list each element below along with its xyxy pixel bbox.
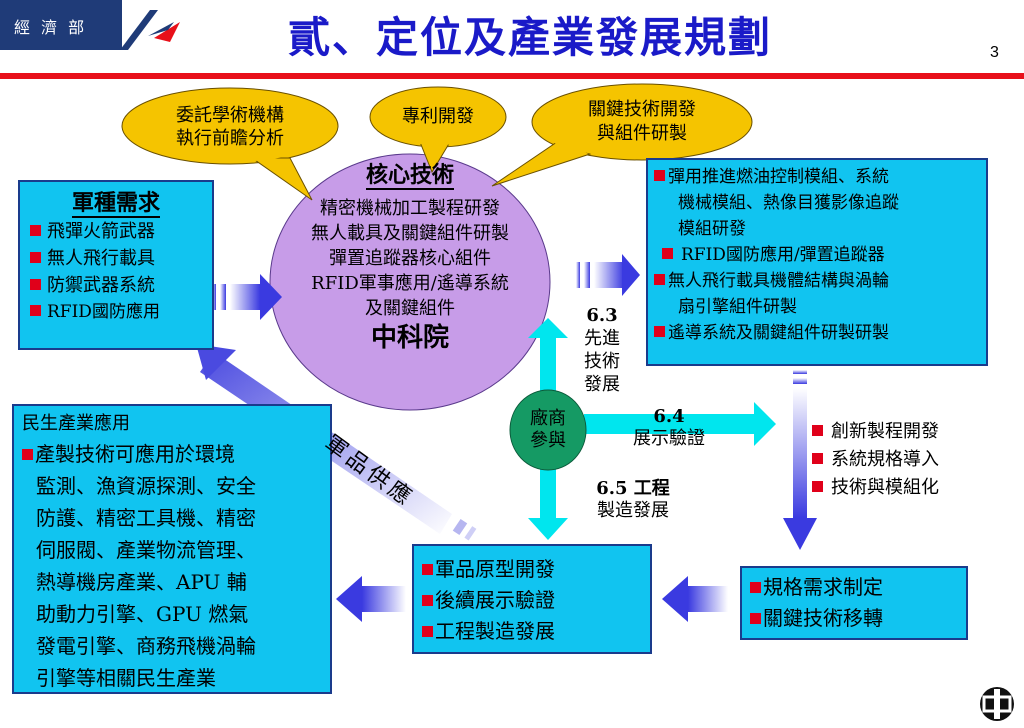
list-item: 工程製造發展 (422, 616, 642, 647)
cyan-connectors (528, 318, 776, 540)
callout-b-shape (369, 86, 507, 174)
civil-line: 監測、漁資源探測、安全 (36, 474, 256, 498)
arrow-core-to-right (576, 254, 640, 296)
list-item: 技術與模組化 (812, 474, 1002, 502)
callout-patent: 專利開發 (402, 106, 474, 127)
list-item-cont: 機械模組、熱像目獲影像追蹤 (678, 193, 899, 213)
civil-line: 引擎等相關民生產業 (36, 666, 216, 690)
civil-title: 民生產業應用 (22, 413, 130, 434)
logo-mark-icon (120, 10, 180, 50)
list-item: 遙導系統及關鍵組件研製研製 (654, 320, 980, 346)
list-item: 彈用推進燃油控制模組、系統 (654, 164, 980, 190)
list-item: 後續展示驗證 (422, 585, 642, 616)
callout-a-line: 委託學術機構 (176, 105, 284, 126)
label-6-5-line: 製造發展 (597, 500, 669, 521)
prototype-box: 軍品原型開發 後續展示驗證 工程製造發展 (412, 544, 652, 654)
list-item: RFID國防應用 (30, 299, 202, 326)
callout-c-line: 關鍵技術開發 (588, 99, 696, 120)
arrow-demand-to-core (212, 274, 282, 320)
callout-c-shape (491, 83, 753, 187)
callout-c-line: 與組件研製 (597, 123, 687, 144)
core-item: 彈置追蹤器核心組件 (329, 248, 491, 269)
list-item: 軍品原型開發 (422, 554, 642, 585)
label-6-5-line: 6.5 工程 (596, 478, 670, 499)
core-item: RFID軍事應用/遙導系統 (311, 273, 509, 294)
civil-line: 熱導機房產業、APU 輔 (36, 570, 247, 594)
list-item: 防禦武器系統 (30, 272, 202, 299)
header-divider (0, 73, 1024, 79)
footer-logo-icon (980, 687, 1014, 721)
list-item: 創新製程開發 (812, 418, 1002, 446)
civil-line: 伺服閥、產業物流管理、 (36, 538, 256, 562)
label-6-5: 6.5 工程 製造發展 (578, 478, 688, 522)
list-item-cont: 扇引擎組件研製 (678, 297, 797, 317)
list-item-cont: 模組研發 (678, 219, 746, 239)
label-6-3-line: 技術 (584, 351, 620, 372)
military-demand-title: 軍種需求 (71, 190, 160, 218)
list-item: 關鍵技術移轉 (750, 603, 958, 634)
page-title: 貳、定位及產業發展規劃 (287, 13, 772, 62)
civil-line: 發電引擎、商務飛機渦輪 (36, 634, 256, 658)
page-number: 3 (990, 44, 999, 61)
core-circle (269, 153, 551, 411)
civil-line: 產製技術可應用於環境 (22, 438, 322, 470)
industry-circle (509, 389, 587, 471)
core-item: 及關鍵組件 (365, 298, 455, 319)
list-item: 規格需求制定 (750, 572, 958, 603)
core-tech-block: 核心技術 精密機械加工製程研發 無人載具及關鍵組件研製 彈置追蹤器核心組件 RF… (270, 160, 550, 355)
industry-participation: 廠商 參與 (518, 408, 578, 452)
spec-transfer-box: 規格需求制定 關鍵技術移轉 (740, 566, 968, 640)
arrow-prototype-to-civil (336, 576, 406, 622)
civil-line: 防護、精密工具機、精密 (36, 506, 256, 530)
list-item: 系統規格導入 (812, 446, 1002, 474)
list-item: 無人飛行載具 (30, 245, 202, 272)
industry-label: 參與 (530, 430, 566, 451)
callout-key-tech: 關鍵技術開發 與組件研製 (552, 98, 732, 146)
civil-application-box: 民生產業應用 產製技術可應用於環境 監測、漁資源探測、安全 防護、精密工具機、精… (12, 404, 332, 694)
label-6-3-line: 先進 (584, 328, 620, 349)
callout-a-shape (121, 87, 339, 201)
list-item: 無人飛行載具機體結構與渦輪 (654, 268, 980, 294)
list-item: 飛彈火箭武器 (30, 218, 202, 245)
label-6-3-line: 發展 (584, 374, 620, 395)
callout-academic: 委託學術機構 執行前瞻分析 (140, 104, 320, 150)
label-6-3-line: 6.3 (586, 305, 618, 326)
label-6-4-line: 展示驗證 (633, 428, 705, 449)
arrow-spec-to-prototype (662, 576, 728, 622)
core-item: 無人載具及關鍵組件研製 (311, 223, 509, 244)
arrow-right-down (783, 370, 817, 550)
military-demand-box: 軍種需求 飛彈火箭武器 無人飛行載具 防禦武器系統 RFID國防應用 (18, 180, 214, 350)
tech-development-box: 彈用推進燃油控制模組、系統 機械模組、熱像目獲影像追蹤 模組研發 RFID國防應… (646, 158, 988, 366)
label-6-4-line: 6.4 (653, 406, 685, 427)
industry-label: 廠商 (530, 408, 566, 429)
core-item: 精密機械加工製程研發 (320, 198, 500, 219)
list-item: RFID國防應用/彈置追蹤器 (654, 242, 980, 268)
civil-line: 助動力引擎、GPU 燃氣 (36, 602, 249, 626)
label-6-4: 6.4 展示驗證 (614, 406, 724, 450)
ministry-logo: 經 濟 部 (0, 0, 122, 50)
core-org: 中科院 (370, 323, 449, 353)
callout-a-line: 執行前瞻分析 (176, 128, 284, 149)
label-6-3: 6.3 先進 技術 發展 (572, 304, 632, 396)
process-list: 創新製程開發 系統規格導入 技術與模組化 (812, 418, 1002, 502)
ministry-name: 經 濟 部 (14, 18, 88, 37)
core-title: 核心技術 (365, 162, 454, 190)
